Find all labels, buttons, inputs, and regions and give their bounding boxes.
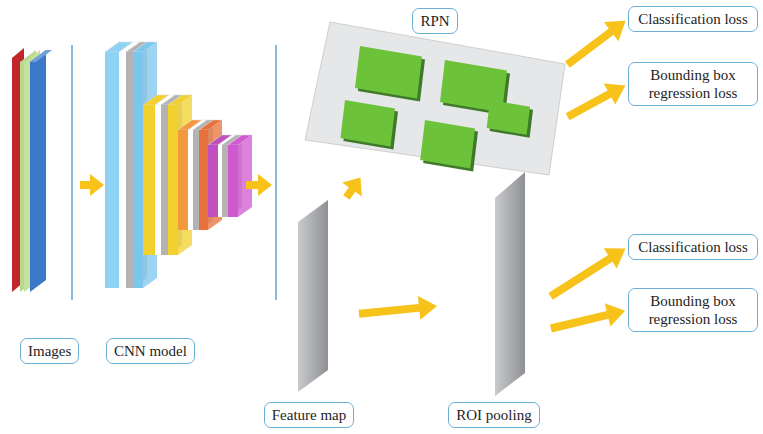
loss-box: Bounding box regression loss <box>628 62 758 106</box>
loss-box: Bounding box regression loss <box>628 288 758 332</box>
region-proposal <box>487 100 530 135</box>
cnn-layer <box>193 130 199 230</box>
cnn-layer <box>199 130 208 230</box>
flow-arrow <box>246 174 272 196</box>
image-layer <box>30 50 46 292</box>
label-box: CNN model <box>106 338 195 364</box>
feature-plane: Feature map <box>262 200 356 428</box>
cnn-layer <box>218 145 222 217</box>
node-label: RPN <box>412 8 457 34</box>
image-layer <box>30 50 52 62</box>
label-box: Classification loss <box>628 6 758 32</box>
flow-arrow <box>565 21 626 68</box>
layer-side <box>143 42 157 288</box>
label-box: Classification loss <box>628 234 758 260</box>
layer-side <box>119 42 133 288</box>
layer-side <box>193 120 207 230</box>
feature-plane: ROI pooling <box>440 168 548 428</box>
plane-outline <box>262 200 356 428</box>
cnn-layer <box>105 52 119 288</box>
cnn-layer <box>143 105 155 255</box>
label-box: Bounding box regression loss <box>628 62 758 106</box>
cnn-layer <box>168 105 178 255</box>
rpn-panel: RPN <box>305 8 565 175</box>
layer-side <box>155 95 169 255</box>
region-proposal <box>420 120 475 169</box>
divider-line <box>71 45 72 300</box>
cnn-layer <box>178 130 188 230</box>
flow-arrow <box>566 84 626 121</box>
node-label: CNN model <box>106 338 195 364</box>
cnn-layer <box>208 145 218 217</box>
cnn-layer <box>133 52 143 288</box>
label-box: Bounding box regression loss <box>628 288 758 332</box>
layer-side <box>238 135 252 217</box>
loss-box: Classification loss <box>628 6 758 32</box>
node-label: Feature map <box>264 402 355 428</box>
rpn-plane <box>305 22 565 175</box>
cnn-layer <box>119 52 126 288</box>
cnn-layer <box>161 105 168 255</box>
flow-arrow <box>80 174 104 196</box>
cnn-layer <box>188 130 193 230</box>
flow-arrow <box>548 248 625 300</box>
cnn-layer <box>126 52 133 288</box>
loss-box: Classification loss <box>628 234 758 260</box>
cnn-layer <box>228 145 238 217</box>
cnn-layer <box>155 105 161 255</box>
layer-side <box>178 95 192 255</box>
flow-arrow <box>550 303 625 332</box>
node-label: ROI pooling <box>448 402 539 428</box>
cnn-layer <box>222 145 228 217</box>
node-label: Images <box>20 338 79 364</box>
region-proposal <box>340 100 395 147</box>
label-box: Images <box>20 338 79 364</box>
flow-arrow <box>342 178 362 200</box>
feature-plane <box>495 172 525 396</box>
flow-arrow <box>359 296 437 320</box>
feature-plane <box>298 200 328 392</box>
region-proposal <box>355 46 422 99</box>
divider-line <box>275 45 276 300</box>
plane-outline <box>440 168 548 428</box>
